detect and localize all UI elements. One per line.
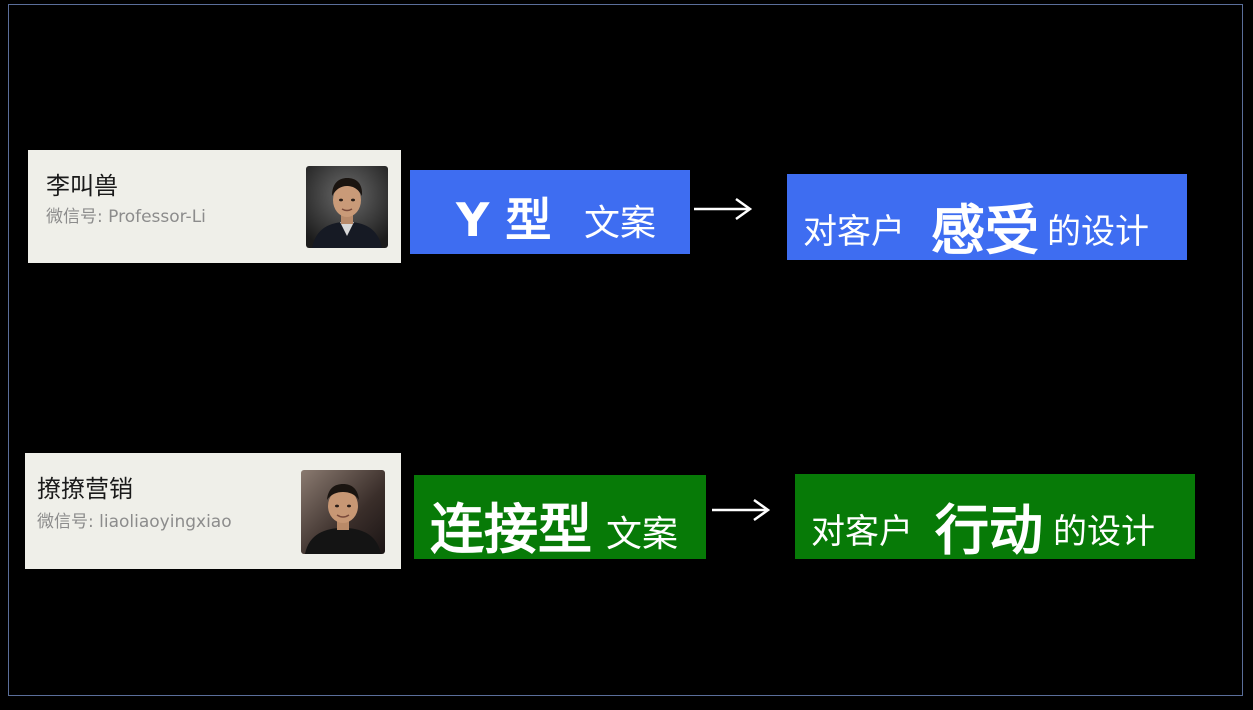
y-type-copy-box: Y 型 文案: [410, 170, 690, 254]
y-type-label: Y 型: [456, 193, 552, 247]
avatar-photo-icon: [306, 166, 388, 248]
connection-type-label: 连接型: [430, 498, 592, 559]
profile-card-2: 撩撩营销 微信号: liaoliaoyingxiao: [25, 453, 401, 569]
action-design-box: 对客户 行动 的设计: [795, 474, 1195, 559]
arrow-right-icon: [712, 498, 771, 522]
copy-label: 文案: [584, 203, 657, 244]
avatar: [306, 166, 388, 248]
design-suffix: 的设计: [1053, 512, 1155, 552]
wechat-id: 微信号: Professor-Li: [46, 207, 206, 227]
feeling-design-box: 对客户 感受 的设计: [787, 174, 1187, 260]
profile-name: 李叫兽: [46, 172, 118, 200]
copy-label: 文案: [606, 514, 679, 555]
design-prefix: 对客户: [811, 512, 913, 552]
design-suffix: 的设计: [1047, 212, 1149, 252]
design-emphasis: 行动: [935, 499, 1043, 559]
design-prefix: 对客户: [803, 212, 905, 252]
wechat-id: 微信号: liaoliaoyingxiao: [37, 512, 232, 532]
avatar: [301, 470, 385, 554]
slide-frame: [8, 4, 1243, 696]
arrow-right-icon: [694, 197, 753, 221]
profile-card-1: 李叫兽 微信号: Professor-Li: [28, 150, 401, 263]
profile-name: 撩撩营销: [37, 475, 133, 503]
connection-type-copy-box: 连接型 文案: [414, 475, 706, 559]
design-emphasis: 感受: [931, 199, 1039, 260]
avatar-photo-icon: [301, 470, 385, 554]
